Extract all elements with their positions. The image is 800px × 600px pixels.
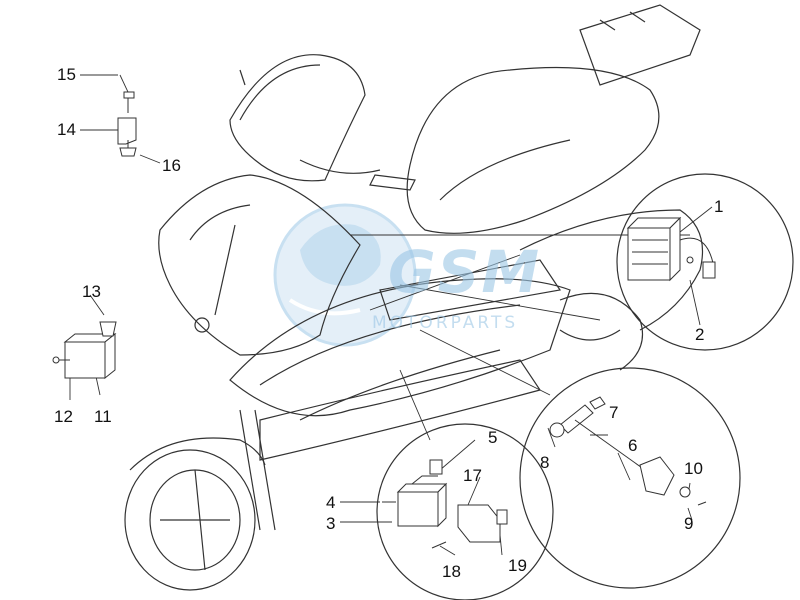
callout-12: 12: [54, 407, 73, 426]
callout-9: 9: [684, 514, 694, 533]
callout-16: 16: [162, 156, 181, 175]
lamp-cable-part: [549, 396, 707, 506]
callout-11: 11: [94, 407, 112, 426]
callout-8: 8: [540, 453, 550, 472]
callout-7: 7: [609, 403, 619, 422]
callout-19: 19: [508, 556, 527, 575]
relay-part-inset: [382, 459, 448, 528]
callout-18: 18: [442, 562, 461, 581]
leader-lines: [69, 74, 713, 556]
callout-17: 17: [463, 466, 482, 485]
callout-6: 6: [628, 436, 638, 455]
callout-1: 1: [714, 197, 724, 216]
watermark-sub: MOTORPARTS: [372, 313, 519, 333]
callout-13: 13: [82, 282, 101, 301]
callout-5: 5: [488, 428, 498, 447]
callout-3: 3: [326, 514, 336, 533]
callout-4: 4: [326, 493, 336, 512]
regulator-part: [626, 216, 716, 282]
bracket-part: [117, 91, 137, 157]
inset-circle-lamp-cable: [519, 367, 741, 589]
watermark-brand: GSM: [388, 238, 542, 306]
callout-2: 2: [695, 325, 705, 344]
mounting-bracket-inset: [431, 504, 508, 549]
inset-circle-relay: [376, 423, 554, 600]
callout-15: 15: [57, 65, 76, 84]
callout-10: 10: [684, 459, 703, 478]
inset-circle-regulator: [616, 173, 794, 351]
callout-14: 14: [57, 120, 76, 139]
relay-part-left: [52, 321, 117, 380]
